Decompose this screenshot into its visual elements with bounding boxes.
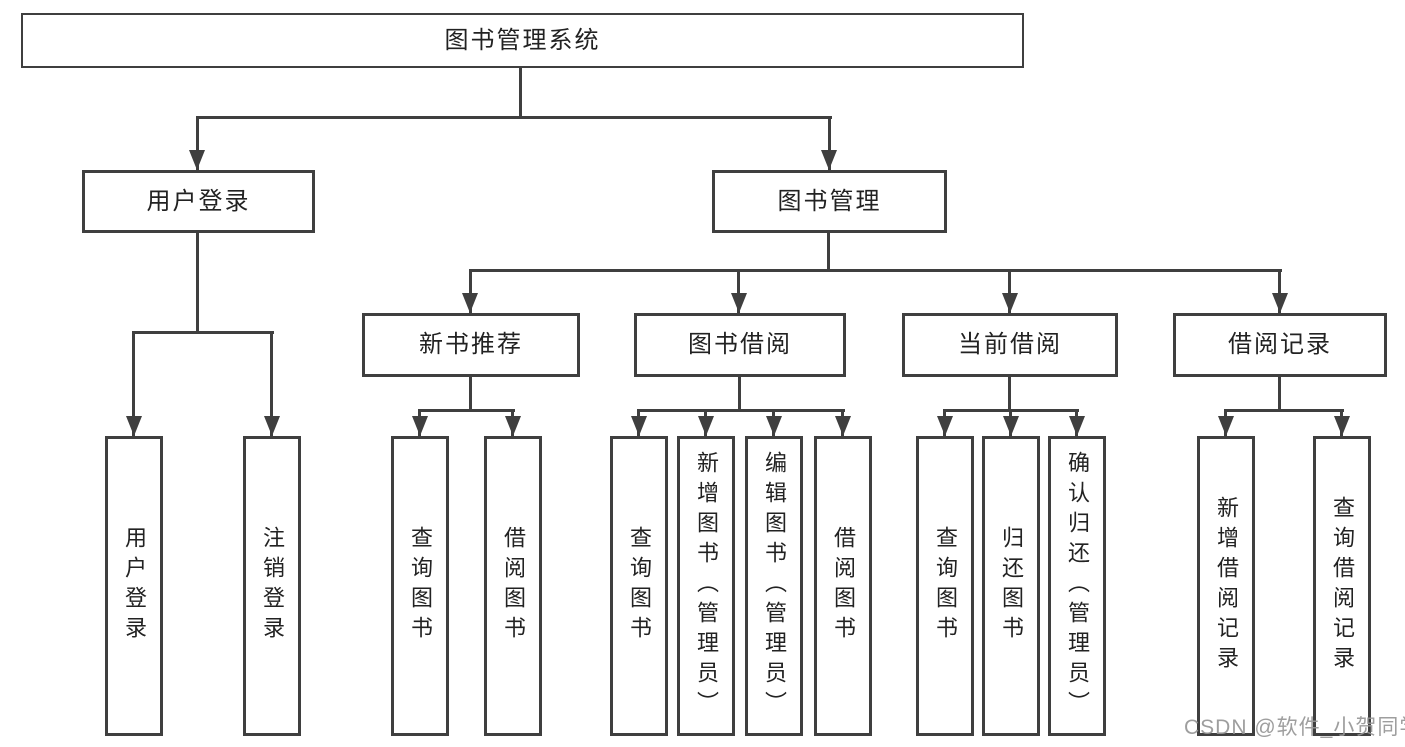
arrow-down-icon — [835, 416, 851, 436]
edge-bookmgmt-hline — [469, 269, 1282, 272]
leaf-query-books-borrowing: 查询图书 — [610, 436, 668, 736]
node-new-book-recommendation: 新书推荐 — [362, 313, 580, 377]
edge-records-hline — [1224, 409, 1344, 412]
leaf-user-login: 用户登录 — [105, 436, 163, 736]
leaf-return-books: 归还图书 — [982, 436, 1040, 736]
edge-root-drop-right — [828, 116, 831, 170]
leaf-query-books-current: 查询图书 — [916, 436, 974, 736]
node-label: 图书管理系统 — [444, 26, 601, 54]
edge-bookmgmt-drop-3 — [1008, 269, 1011, 313]
arrow-down-icon — [462, 293, 478, 313]
edge-bookmgmt-trunk — [827, 233, 830, 272]
leaf-borrow-books-recommend: 借阅图书 — [484, 436, 542, 736]
edge-userlogin-drop-2 — [270, 331, 273, 436]
node-label: 图书借阅 — [688, 331, 792, 358]
edge-current-trunk — [1008, 377, 1011, 412]
arrow-down-icon — [505, 416, 521, 436]
leaf-borrow-books-borrowing: 借阅图书 — [814, 436, 872, 736]
leaf-logout: 注销登录 — [243, 436, 301, 736]
arrow-down-icon — [698, 416, 714, 436]
arrow-down-icon — [766, 416, 782, 436]
edge-records-trunk — [1278, 377, 1281, 412]
edge-recommend-trunk — [469, 377, 472, 412]
edge-bookmgmt-drop-4 — [1278, 269, 1281, 313]
arrow-down-icon — [1218, 416, 1234, 436]
node-label: 查询图书 — [933, 526, 958, 646]
arrow-down-icon — [1002, 293, 1018, 313]
node-label: 图书管理 — [777, 187, 882, 215]
leaf-add-books-admin: 新增图书（管理员） — [677, 436, 735, 736]
node-library-system: 图书管理系统 — [21, 13, 1024, 68]
node-label: 借阅图书 — [831, 526, 856, 646]
node-label: 查询借阅记录 — [1330, 496, 1355, 676]
arrow-down-icon — [821, 150, 837, 170]
edge-userlogin-trunk — [196, 233, 199, 334]
edge-userlogin-hline — [132, 331, 274, 334]
edge-borrowing-hline — [637, 409, 845, 412]
arrow-down-icon — [1334, 416, 1350, 436]
arrow-down-icon — [1003, 416, 1019, 436]
arrow-down-icon — [1069, 416, 1085, 436]
edge-root-drop-left — [196, 116, 199, 170]
leaf-add-borrow-record: 新增借阅记录 — [1197, 436, 1255, 736]
arrow-down-icon — [126, 416, 142, 436]
arrow-down-icon — [1272, 293, 1288, 313]
node-label: 确认归还（管理员） — [1065, 451, 1090, 721]
node-label: 编辑图书（管理员） — [762, 451, 787, 721]
leaf-edit-books-admin: 编辑图书（管理员） — [745, 436, 803, 736]
arrow-down-icon — [264, 416, 280, 436]
edge-borrowing-trunk — [738, 377, 741, 412]
node-label: 用户登录 — [146, 187, 251, 215]
node-label: 归还图书 — [999, 526, 1024, 646]
node-label: 查询图书 — [627, 526, 652, 646]
arrow-down-icon — [731, 293, 747, 313]
leaf-confirm-return-admin: 确认归还（管理员） — [1048, 436, 1106, 736]
arrow-down-icon — [189, 150, 205, 170]
edge-recommend-hline — [418, 409, 515, 412]
edge-root-hline — [196, 116, 832, 119]
node-label: 新增图书（管理员） — [694, 451, 719, 721]
node-label: 查询图书 — [408, 526, 433, 646]
node-label: 当前借阅 — [958, 331, 1062, 358]
node-current-borrowing: 当前借阅 — [902, 313, 1118, 377]
edge-userlogin-drop-1 — [132, 331, 135, 436]
edge-bookmgmt-drop-2 — [737, 269, 740, 313]
leaf-query-books-recommend: 查询图书 — [391, 436, 449, 736]
node-borrowing-records: 借阅记录 — [1173, 313, 1387, 377]
node-label: 借阅图书 — [501, 526, 526, 646]
node-label: 用户登录 — [122, 526, 147, 646]
arrow-down-icon — [412, 416, 428, 436]
arrow-down-icon — [631, 416, 647, 436]
node-label: 借阅记录 — [1228, 331, 1332, 358]
edge-bookmgmt-drop-1 — [469, 269, 472, 313]
node-user-login: 用户登录 — [82, 170, 315, 233]
edge-root-trunk — [519, 68, 522, 118]
node-book-management: 图书管理 — [712, 170, 947, 233]
node-label: 新增借阅记录 — [1214, 496, 1239, 676]
watermark-csdn: CSDN @软件_小贺同学 — [1184, 716, 1405, 739]
node-label: 新书推荐 — [419, 331, 523, 358]
leaf-query-borrow-record: 查询借阅记录 — [1313, 436, 1371, 736]
arrow-down-icon — [937, 416, 953, 436]
node-label: 注销登录 — [260, 526, 285, 646]
node-book-borrowing: 图书借阅 — [634, 313, 846, 377]
